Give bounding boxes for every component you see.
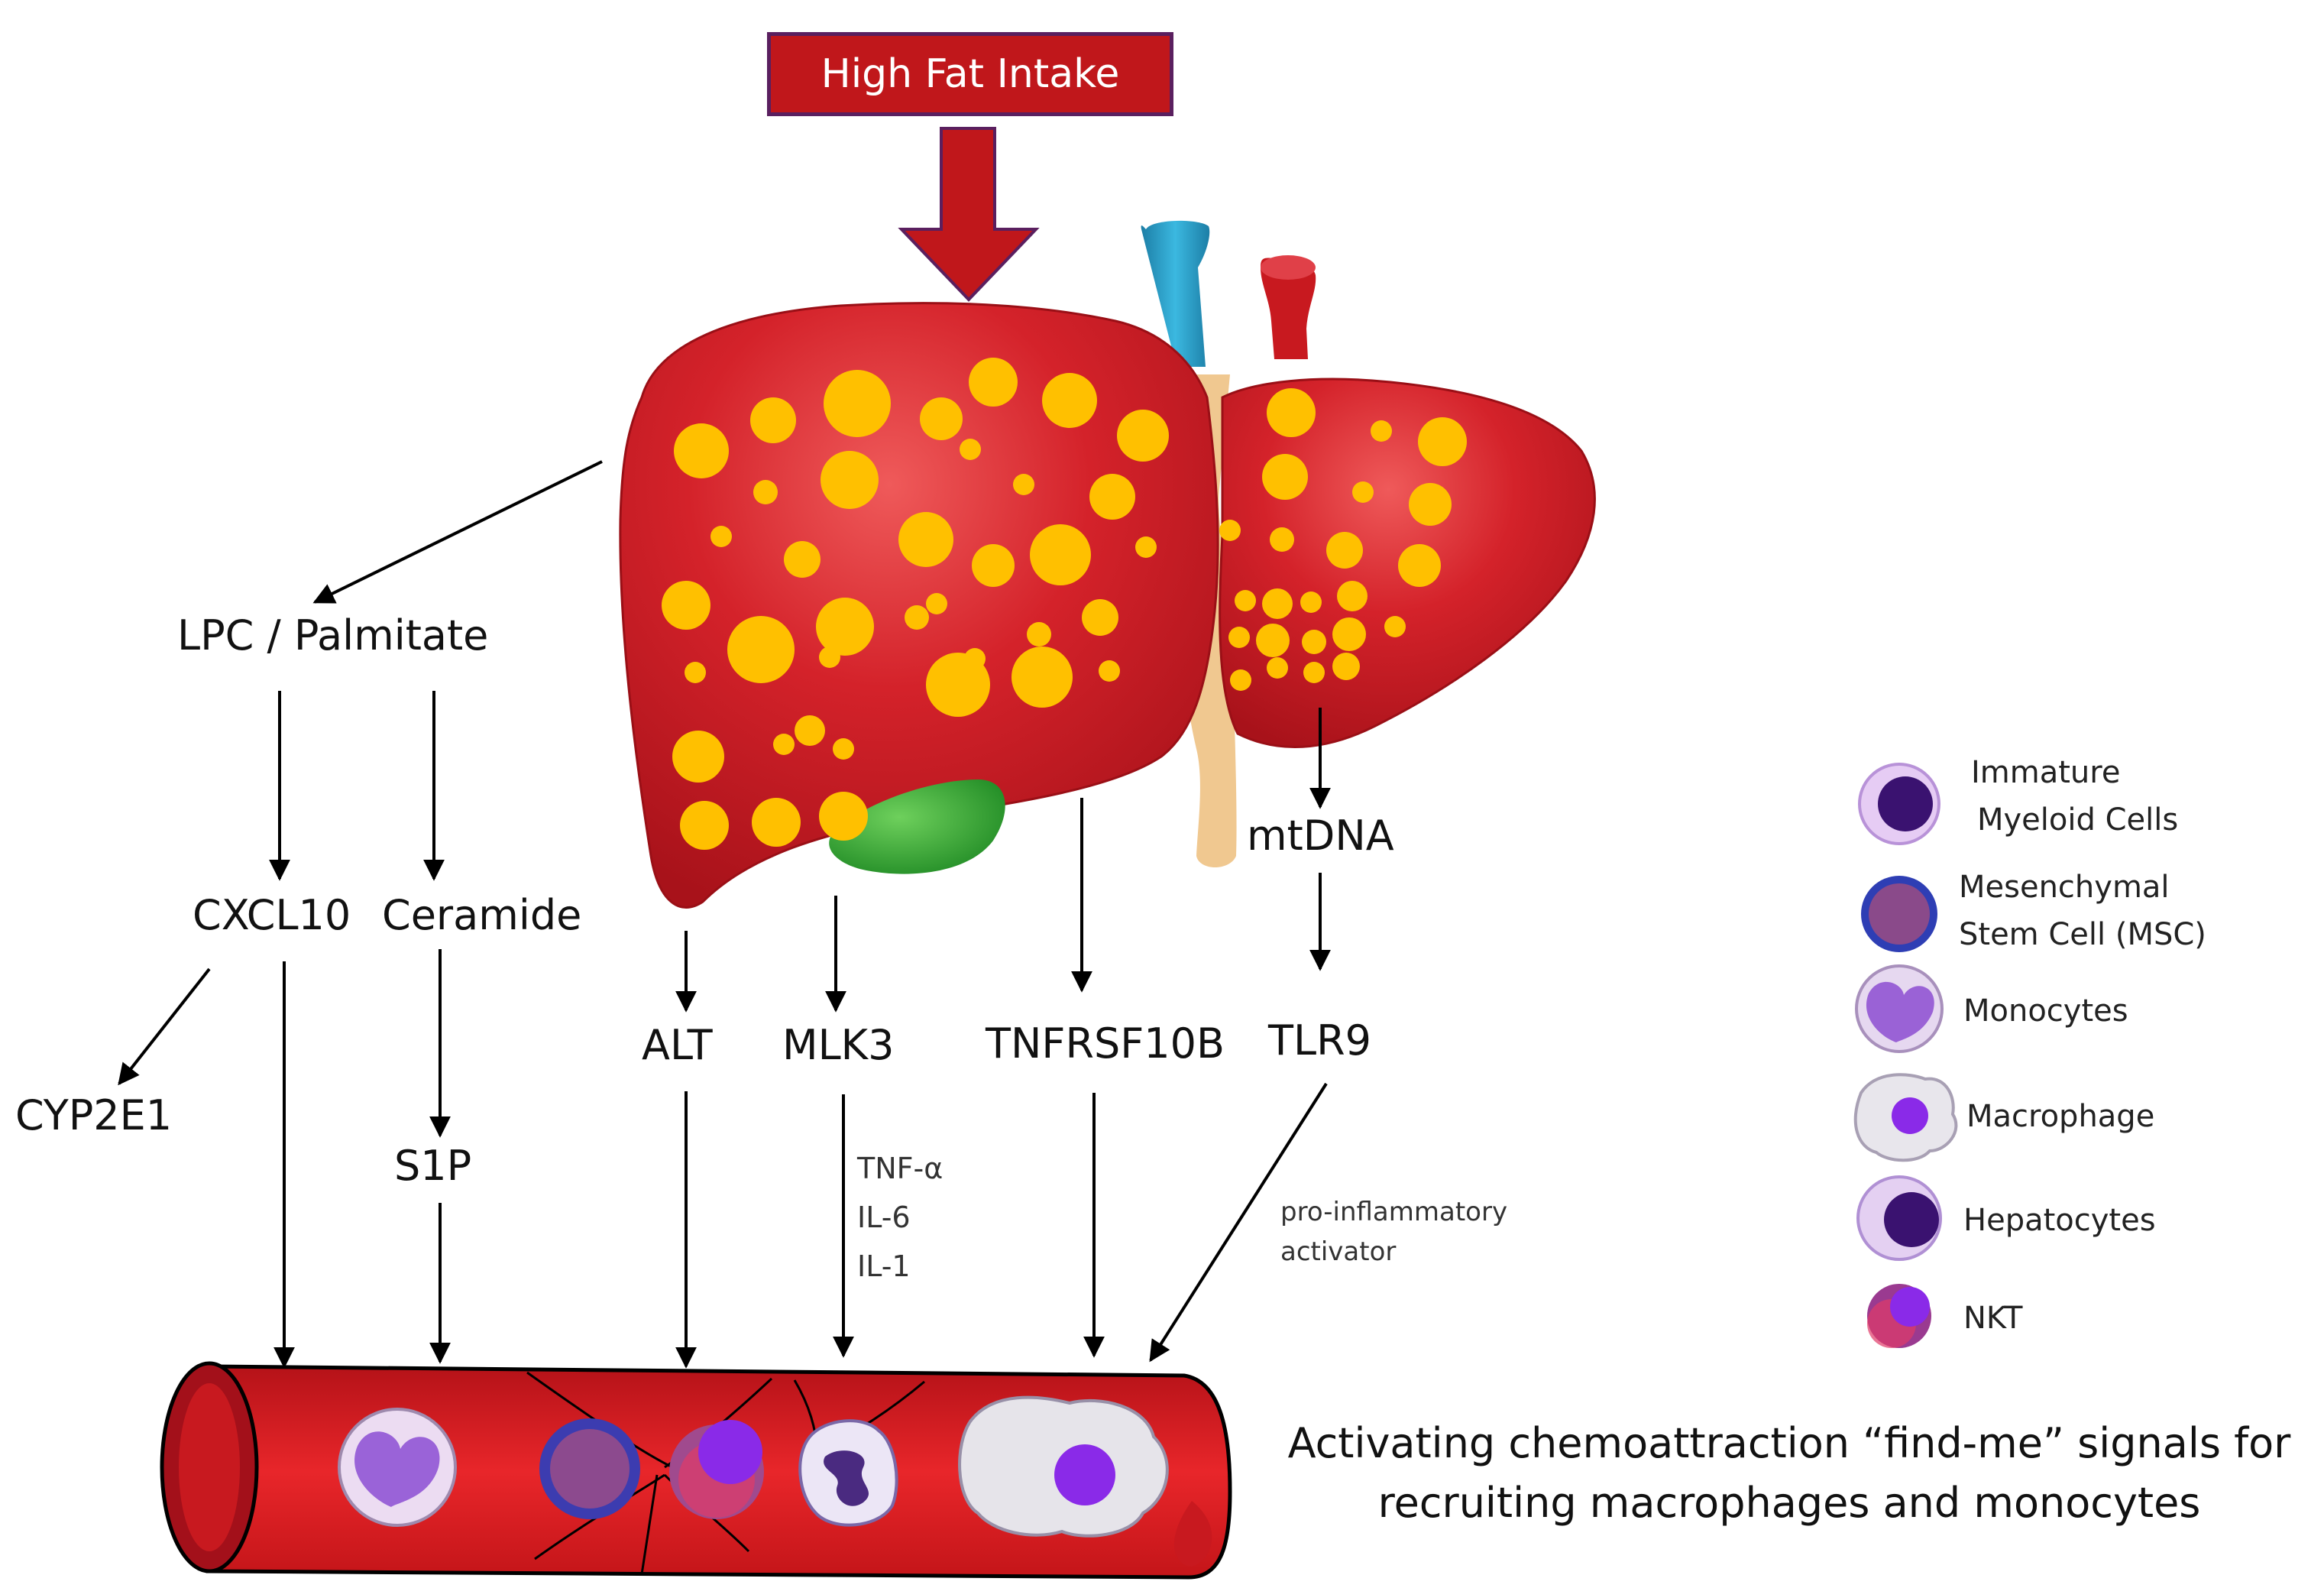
input-arrow <box>898 127 1040 302</box>
caption-line-1: Activating chemoattraction “find-me” sig… <box>1287 1419 2291 1467</box>
cytokine-il6: IL-6 <box>857 1201 911 1234</box>
legend-immature-myeloid-cells: Immature Myeloid Cells <box>1971 749 2178 844</box>
legend-label-line: Immature <box>1971 755 2121 790</box>
hepatic-artery-icon <box>1261 255 1316 359</box>
legend-monocytes: Monocytes <box>1963 993 2128 1029</box>
cytokine-il1: IL-1 <box>857 1249 911 1283</box>
monocyte-icon <box>1855 964 1944 1053</box>
vessel-monocyte-icon <box>338 1408 457 1527</box>
node-cxcl10: CXCL10 <box>193 891 351 939</box>
legend-hepatocytes: Hepatocytes <box>1963 1203 2156 1238</box>
node-cyp2e1: CYP2E1 <box>15 1091 173 1139</box>
node-alt: ALT <box>642 1021 713 1069</box>
arrow-cxcl10-cyp2e1 <box>118 967 211 1086</box>
legend-macrophage: Macrophage <box>1966 1099 2155 1134</box>
arrow-tlr9-vessel <box>1149 1082 1328 1363</box>
pathway-arrows <box>118 460 1331 1369</box>
vessel-macrophage-icon <box>958 1395 1169 1538</box>
node-mlk3: MLK3 <box>782 1021 895 1069</box>
macrophage-icon <box>1853 1073 1958 1162</box>
legend-icons <box>1853 763 1958 1348</box>
node-tlr9: TLR9 <box>1268 1016 1371 1065</box>
hepatocyte-icon <box>1856 1175 1942 1261</box>
high-fat-intake-box: High Fat Intake <box>767 32 1173 116</box>
msc-cell-icon <box>1861 876 1937 952</box>
legend-msc: Mesenchymal Stem Cell (MSC) <box>1959 864 2206 958</box>
blood-vessel-icon <box>160 1361 1232 1580</box>
node-s1p: S1P <box>394 1142 472 1190</box>
annotation-line-2: activator <box>1280 1236 1397 1267</box>
node-mtdna: mtDNA <box>1247 812 1394 860</box>
legend-label-line: Stem Cell (MSC) <box>1959 917 2206 952</box>
legend-nkt: NKT <box>1963 1301 2023 1336</box>
annotation-pro-inflammatory: pro-inflammatory activator <box>1280 1192 1507 1272</box>
legend-label-line: Mesenchymal <box>1959 870 2170 905</box>
immature-myeloid-cell-icon <box>1858 763 1940 845</box>
cytokine-tnf-alpha: TNF-α <box>857 1152 944 1185</box>
node-lpc-palmitate: LPC / Palmitate <box>177 611 489 660</box>
caption-line-2: recruiting macrophages and monocytes <box>1377 1479 2201 1527</box>
vessel-msc-icon <box>539 1418 640 1519</box>
annotation-line-1: pro-inflammatory <box>1280 1197 1508 1227</box>
liver-icon <box>619 302 1596 909</box>
fat-droplets-icon <box>662 358 1467 850</box>
legend-label-line: Myeloid Cells <box>1977 802 2179 838</box>
node-ceramide: Ceramide <box>382 891 582 939</box>
figure-caption: Activating chemoattraction “find-me” sig… <box>1262 1414 2316 1533</box>
arrow-liver-lpc <box>312 460 603 604</box>
node-tnfrsf10b: TNFRSF10B <box>986 1019 1225 1068</box>
gallbladder-icon <box>829 779 1005 874</box>
vessel-hepatocyte-shape-icon <box>798 1419 898 1527</box>
hepatic-vein-icon <box>1141 220 1210 367</box>
nkt-cell-icon <box>1867 1284 1931 1348</box>
vessel-nkt-icon <box>669 1420 764 1519</box>
